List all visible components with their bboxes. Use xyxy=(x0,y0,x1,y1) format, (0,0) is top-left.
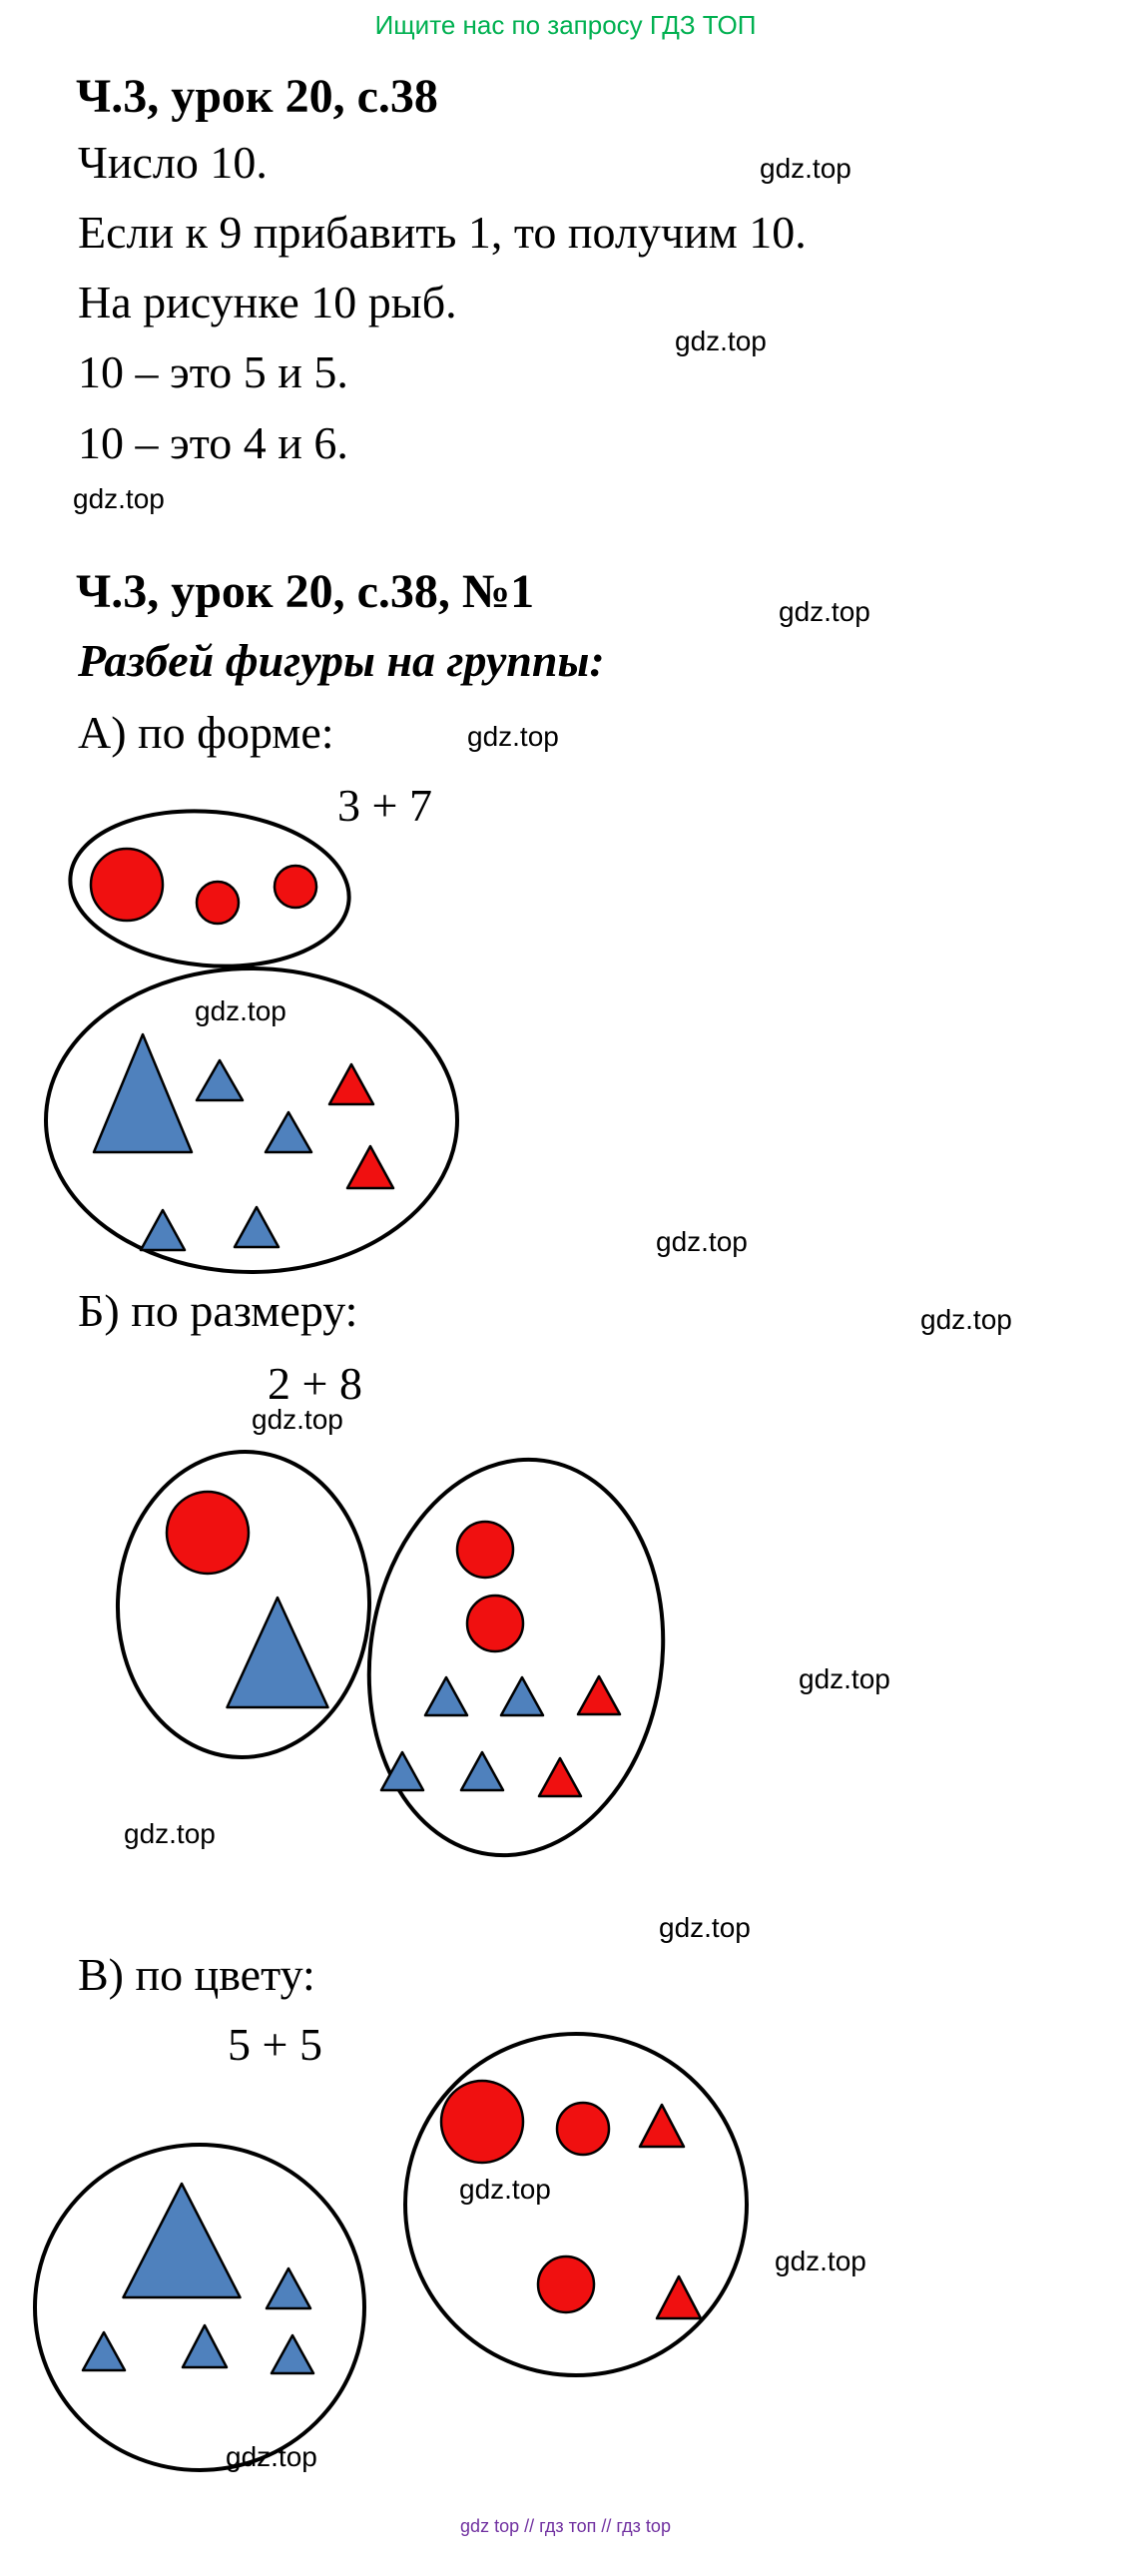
red-circle-shape xyxy=(455,1520,515,1580)
blue-triangle-shape xyxy=(226,1596,329,1709)
blue-triangle-shape xyxy=(270,2333,315,2375)
intro-line-5: 10 – это 4 и 6. xyxy=(78,417,348,468)
blue-triangle-shape xyxy=(139,1208,187,1252)
intro-line-3: На рисунке 10 рыб. xyxy=(78,277,457,327)
red-triangle-shape xyxy=(537,1756,583,1798)
task-prompt: Разбей фигуры на группы: xyxy=(78,635,605,686)
red-circle-shape xyxy=(465,1594,525,1653)
bottom-footer: gdz top // гдз топ // гдз top xyxy=(460,2516,671,2536)
watermark: gdz.top xyxy=(779,596,870,627)
part-c-answer: 5 + 5 xyxy=(228,2019,322,2070)
part-c-label: В) по цвету: xyxy=(78,1949,315,2000)
watermark: gdz.top xyxy=(920,1304,1012,1335)
red-triangle-shape xyxy=(576,1674,622,1716)
blue-triangle-shape xyxy=(379,1750,425,1792)
intro-line-4: 10 – это 5 и 5. xyxy=(78,346,348,397)
blue-triangle-shape xyxy=(264,1110,313,1154)
blue-triangle-shape xyxy=(499,1675,545,1717)
watermark: gdz.top xyxy=(467,721,559,752)
red-circle-shape xyxy=(555,2101,611,2157)
groupB-big-shapes-ellipse xyxy=(115,1450,372,1759)
blue-triangle-shape xyxy=(81,2330,127,2372)
part-b-answer: 2 + 8 xyxy=(268,1358,362,1409)
watermark: gdz.top xyxy=(124,1818,216,1849)
blue-triangle-shape xyxy=(195,1058,245,1102)
blue-triangle-shape xyxy=(122,2182,242,2299)
intro-title: Ч.3, урок 20, с.38 xyxy=(76,70,438,123)
watermark: gdz.top xyxy=(760,153,851,184)
task-title: Ч.3, урок 20, с.38, №1 xyxy=(76,565,535,618)
watermark: gdz.top xyxy=(799,1663,890,1694)
groupB-small-shapes-ellipse xyxy=(366,1457,666,1858)
red-triangle-shape xyxy=(655,2274,703,2320)
part-a-answer: 3 + 7 xyxy=(337,780,432,831)
groupC-red-shapes-circle xyxy=(403,2032,749,2377)
red-triangle-shape xyxy=(327,1062,375,1106)
intro-line-1: Число 10. xyxy=(78,137,268,188)
blue-triangle-shape xyxy=(181,2323,229,2369)
red-circle-shape xyxy=(89,847,165,923)
watermark: gdz.top xyxy=(195,995,286,1026)
blue-triangle-shape xyxy=(423,1675,469,1717)
watermark: gdz.top xyxy=(659,1912,751,1943)
blue-triangle-shape xyxy=(92,1032,194,1154)
intro-line-2: Если к 9 прибавить 1, то получим 10. xyxy=(78,207,807,258)
watermark: gdz.top xyxy=(675,325,767,356)
blue-triangle-shape xyxy=(265,2266,312,2310)
watermark: gdz.top xyxy=(459,2174,551,2205)
watermark: gdz.top xyxy=(226,2441,317,2472)
groupA-circles-ellipse xyxy=(68,809,351,968)
red-circle-shape xyxy=(195,880,241,926)
top-banner: Ищите нас по запросу ГДЗ ТОП xyxy=(374,10,757,40)
red-circle-shape xyxy=(439,2079,525,2165)
blue-triangle-shape xyxy=(459,1750,505,1792)
red-triangle-shape xyxy=(638,2103,686,2149)
red-circle-shape xyxy=(536,2254,596,2314)
watermark: gdz.top xyxy=(656,1226,748,1257)
red-triangle-shape xyxy=(345,1144,395,1190)
watermark: gdz.top xyxy=(775,2246,866,2276)
watermark: gdz.top xyxy=(252,1404,343,1435)
part-b-label: Б) по размеру: xyxy=(78,1285,358,1336)
watermark: gdz.top xyxy=(73,483,165,514)
part-a-label: А) по форме: xyxy=(78,707,334,758)
blue-triangle-shape xyxy=(233,1205,281,1249)
red-circle-shape xyxy=(165,1490,251,1576)
red-circle-shape xyxy=(273,864,318,910)
groupC-blue-shapes-circle xyxy=(33,2143,366,2472)
groupA-triangles-ellipse xyxy=(44,966,459,1274)
